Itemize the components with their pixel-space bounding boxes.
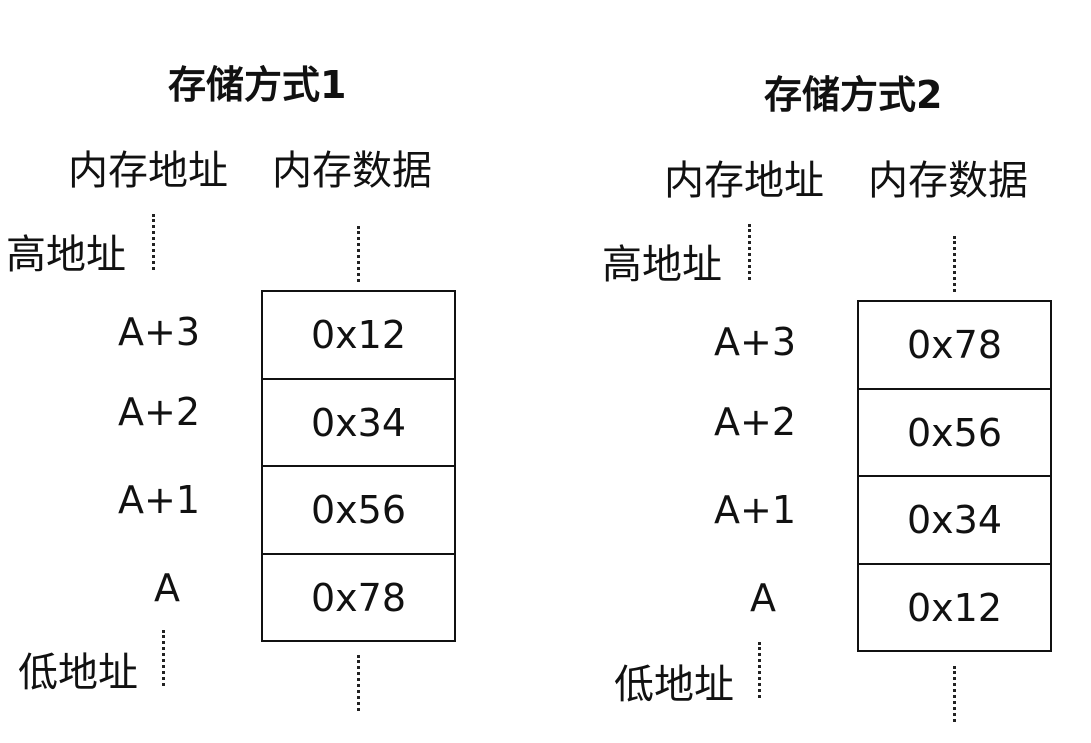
- address-label: A+2: [713, 400, 796, 444]
- memory-cell: 0x34: [261, 378, 456, 467]
- address-column-header: 内存地址: [68, 148, 228, 194]
- data-column-header: 内存数据: [868, 158, 1028, 204]
- high-address-label: 高地址: [602, 242, 722, 288]
- panel-title: 存储方式1: [168, 63, 347, 107]
- memory-cell: 0x12: [857, 563, 1052, 652]
- memory-cell: 0x34: [857, 475, 1052, 565]
- high-address-dots: [748, 224, 753, 280]
- memory-cell: 0x12: [261, 290, 456, 380]
- low-address-dots: [162, 630, 167, 686]
- low-address-label: 低地址: [18, 650, 138, 696]
- address-label: A+3: [117, 310, 200, 354]
- top-data-dots: [357, 226, 362, 282]
- high-address-label: 高地址: [6, 232, 126, 278]
- panel-title: 存储方式2: [764, 73, 943, 117]
- memory-cell: 0x78: [857, 300, 1052, 390]
- bottom-data-dots: [357, 655, 362, 711]
- memory-cell: 0x56: [857, 388, 1052, 477]
- memory-cell: 0x78: [261, 553, 456, 642]
- address-label: A+3: [713, 320, 796, 364]
- address-label: A+2: [117, 390, 200, 434]
- data-column-header: 内存数据: [272, 148, 432, 194]
- address-column-header: 内存地址: [664, 158, 824, 204]
- bottom-data-dots: [953, 666, 958, 722]
- low-address-dots: [758, 642, 763, 698]
- storage-panel-1: 存储方式1 内存地址 内存数据 高地址 A+3 A+2 A+1 A 0x12 0…: [0, 0, 545, 743]
- storage-panel-2: 存储方式2 内存地址 内存数据 高地址 A+3 A+2 A+1 A 0x78 0…: [596, 0, 1091, 743]
- address-label: A: [750, 576, 776, 620]
- address-label: A+1: [117, 478, 200, 522]
- top-data-dots: [953, 236, 958, 292]
- address-label: A: [154, 566, 180, 610]
- address-label: A+1: [713, 488, 796, 532]
- memory-cell: 0x56: [261, 465, 456, 555]
- high-address-dots: [152, 214, 157, 270]
- low-address-label: 低地址: [614, 662, 734, 708]
